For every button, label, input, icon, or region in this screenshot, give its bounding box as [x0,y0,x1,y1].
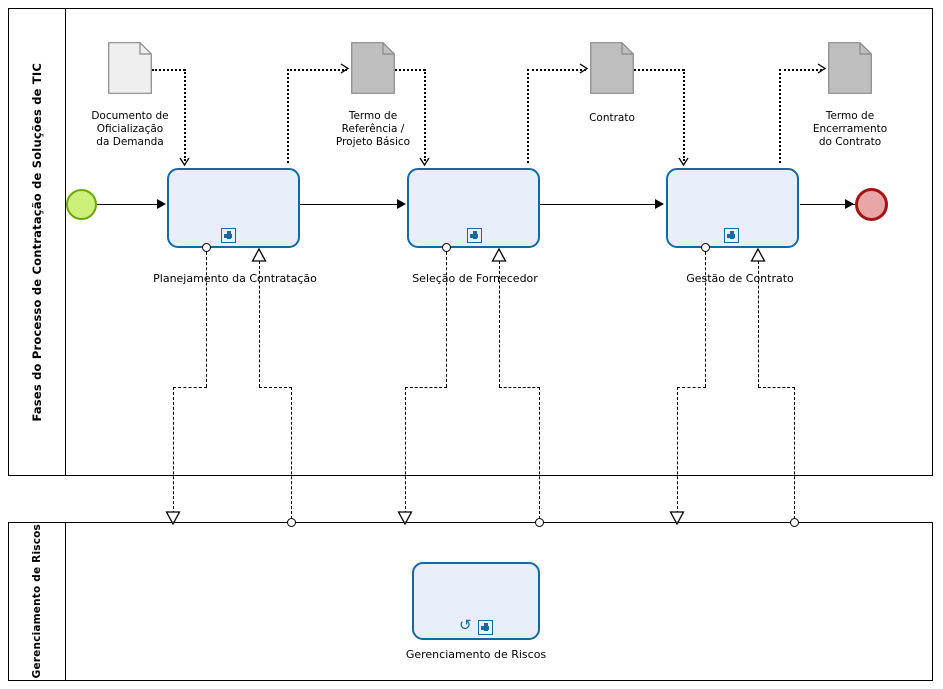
assoc-d3-v [683,69,685,161]
assoc-t2-left-triangle [397,511,413,525]
assoc-t3-right-h [758,387,795,388]
assoc-d1-v [184,69,186,161]
sub-process-plus-icon [467,228,482,243]
assoc-t1-left-v1 [206,252,207,387]
assoc-t2-right-circle [535,518,544,527]
document-label-3: Contrato [542,112,682,125]
assoc-t3d4-v [779,69,781,163]
doc2-line1: Termo de [348,110,398,122]
doc1-line3: da Demanda [96,136,164,148]
assoc-t2-left-v1 [446,252,447,387]
document-label-1: Documento de Oficialização da Demanda [60,110,200,149]
task-gerenciamento-de-riscos[interactable]: ↺ [412,562,540,640]
task-gestao-de-contrato[interactable] [666,168,799,248]
assoc-t3d4-arrowhead [817,63,827,74]
assoc-t1-right-v2 [291,387,292,519]
loop-marker-icon: ↺ [459,616,472,634]
lane-header-riscos: Gerenciamento de Riscos [9,523,66,680]
document-icon-termo-de-referencia[interactable] [351,42,395,94]
assoc-t2d3-arrowhead [579,63,589,74]
lane-title-riscos: Gerenciamento de Riscos [31,524,43,679]
assoc-t1d2-arrowhead [340,63,350,74]
assoc-t1-right-v1 [259,261,260,387]
flow-t1-to-t2 [300,204,400,206]
flow-t2-to-t3-arrow [655,199,664,209]
assoc-t2-right-v2 [539,387,540,519]
task-label-selecao: Seleção de Fornecedor [412,272,538,285]
assoc-t1-right-circle [287,518,296,527]
assoc-t1-right-triangle [251,248,267,262]
assoc-t1-left-triangle [165,511,181,525]
document-icon-contrato[interactable] [590,42,634,94]
doc3-line1: Contrato [589,112,635,124]
assoc-t1-left-h [173,387,207,388]
end-event[interactable] [855,188,888,221]
flow-start-to-t1 [97,204,159,206]
assoc-t3-right-v2 [794,387,795,519]
sub-process-plus-icon [478,620,493,635]
flow-start-to-t1-arrow [157,199,166,209]
task-label-riscos: Gerenciamento de Riscos [405,648,547,661]
doc2-line2: Referência / [341,123,405,135]
assoc-t3-right-v1 [758,261,759,387]
flow-t3-to-end [800,204,856,206]
assoc-t3-right-circle [790,518,799,527]
flow-t2-to-t3 [540,204,658,206]
document-label-4: Termo de Encerramento do Contrato [780,110,920,149]
assoc-t2-left-v2 [405,387,406,519]
document-icon-termo-encerramento[interactable] [828,42,872,94]
doc2-line3: Projeto Básico [335,136,411,148]
lane-header-fases: Fases do Processo de Contratação de Solu… [9,9,66,475]
assoc-t2-right-h [499,387,540,388]
assoc-d3-arrowhead [678,157,689,167]
boundary-connector-t3 [701,243,710,252]
assoc-t3-left-v1 [705,252,706,387]
assoc-t2-right-triangle [491,248,507,262]
assoc-t2d3-h [527,69,586,71]
assoc-t1d2-v [287,69,289,163]
boundary-connector-t1 [202,243,211,252]
task-label-planejamento: Planejamento da Contratação [153,272,317,285]
assoc-t1d2-h [287,69,347,71]
assoc-d1-arrowhead [179,157,190,167]
lane-title-fases: Fases do Processo de Contratação de Solu… [30,62,44,422]
assoc-t3-right-triangle [750,248,766,262]
assoc-t2-left-h [405,387,447,388]
document-label-2: Termo de Referência / Projeto Básico [303,110,443,149]
assoc-d2-h [395,69,425,71]
document-icon-documento-oficializacao[interactable] [108,42,152,94]
start-event[interactable] [66,189,97,220]
doc4-line3: do Contrato [818,136,882,148]
assoc-t3-left-triangle [669,511,685,525]
task-planejamento-da-contratacao[interactable] [167,168,300,248]
boundary-connector-t2 [442,243,451,252]
task-selecao-de-fornecedor[interactable] [407,168,540,248]
assoc-t3d4-h [779,69,822,71]
assoc-t3-left-h [677,387,706,388]
doc1-line2: Oficialização [96,123,164,135]
assoc-d2-arrowhead [419,157,430,167]
doc1-line1: Documento de [91,110,169,122]
doc4-line1: Termo de [825,110,875,122]
task-label-gestao: Gestão de Contrato [686,272,794,285]
assoc-d2-v [424,69,426,161]
assoc-t2d3-v [527,69,529,163]
assoc-t1-right-h [259,387,292,388]
sub-process-plus-icon [724,228,739,243]
assoc-t3-left-v2 [677,387,678,519]
sub-process-plus-icon [221,228,236,243]
flow-t3-to-end-arrow [845,199,854,209]
doc4-line2: Encerramento [812,123,888,135]
assoc-d3-h [634,69,684,71]
assoc-d1-h [152,69,185,71]
assoc-t2-right-v1 [499,261,500,387]
flow-t1-to-t2-arrow [397,199,406,209]
assoc-t1-left-v2 [173,387,174,519]
